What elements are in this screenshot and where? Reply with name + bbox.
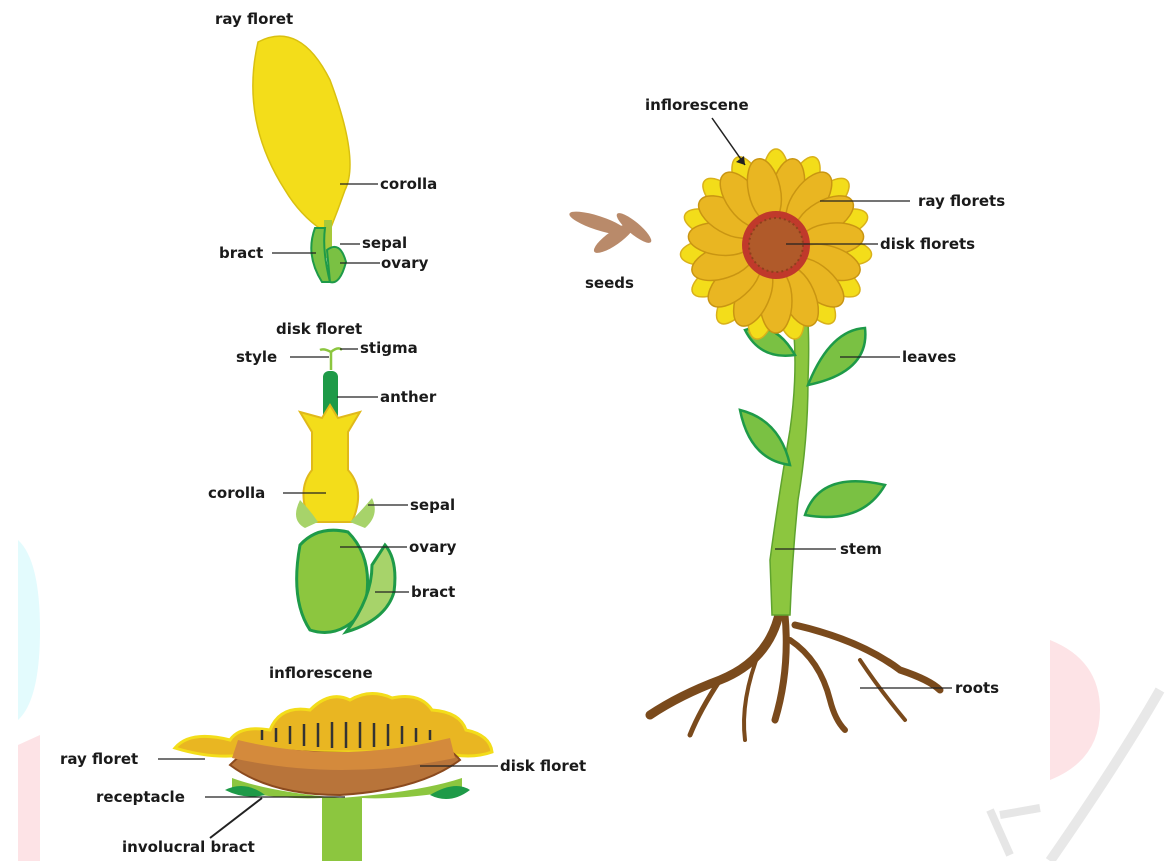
seeds-label: seeds — [585, 274, 634, 292]
disk-floret-title: disk floret — [276, 320, 362, 338]
leaves-label: leaves — [902, 348, 956, 366]
ray-floret-illustration — [253, 36, 380, 282]
ray-ovary-label: ovary — [381, 254, 428, 272]
flower-head — [679, 149, 873, 342]
ray-ovary-shape — [327, 247, 346, 282]
inflorescence-section-title: inflorescene — [269, 664, 373, 682]
disk-corolla-label: corolla — [208, 484, 265, 502]
inflorescence-section-illustration — [158, 693, 498, 861]
plant-disk-florets-label: disk florets — [880, 235, 975, 253]
plant-inflorescence-label: inflorescene — [645, 96, 749, 114]
leaf-4 — [805, 481, 885, 517]
disk-style-label: style — [236, 348, 277, 366]
disk-anther-label: anther — [380, 388, 436, 406]
stem-label: stem — [840, 540, 882, 558]
ray-floret-title: ray floret — [215, 10, 293, 28]
section-involucral-bract-label: involucral bract — [122, 838, 255, 856]
disk-ovary-label: ovary — [409, 538, 456, 556]
watermark-cyan-shape — [18, 540, 40, 720]
section-bract-leader — [210, 798, 262, 838]
roots-label: roots — [955, 679, 999, 697]
ray-corolla-label: corolla — [380, 175, 437, 193]
ray-corolla-petal — [253, 36, 350, 230]
inflorescence-arrow-line — [712, 118, 745, 165]
disk-stigma-style — [320, 348, 342, 370]
ray-bract-label: bract — [219, 244, 263, 262]
seeds-illustration — [567, 207, 654, 257]
plant-ray-florets-label: ray florets — [918, 192, 1005, 210]
section-disk-floret-label: disk floret — [500, 757, 586, 775]
leaf-3 — [740, 410, 790, 465]
disk-bract-label: bract — [411, 583, 455, 601]
section-ray-floret-label: ray floret — [60, 750, 138, 768]
disk-sepal-label: sepal — [410, 496, 455, 514]
ray-sepal-label: sepal — [362, 234, 407, 252]
watermark-letter — [990, 808, 1040, 855]
disk-stigma-label: stigma — [360, 339, 418, 357]
watermark-pink-left-shape — [18, 735, 40, 861]
section-receptacle-label: receptacle — [96, 788, 185, 806]
plant-illustration — [650, 118, 952, 740]
watermark-pink-right-shape — [1050, 640, 1100, 780]
disk-corolla-shape — [300, 405, 360, 522]
watermark — [18, 540, 1160, 861]
roots-shape — [650, 610, 940, 740]
